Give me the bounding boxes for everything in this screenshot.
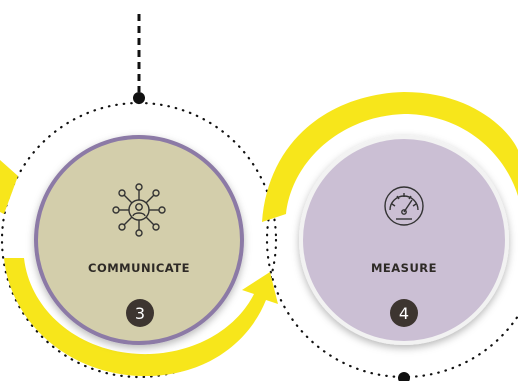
measure-number: 4 — [399, 304, 409, 323]
communicate-number: 3 — [135, 304, 145, 323]
communicate-dotted-orbit — [0, 101, 278, 379]
measure-top-arc — [262, 92, 518, 222]
measure-circle — [299, 135, 509, 345]
communicate-label: COMMUNICATE — [88, 261, 190, 275]
communicate-bottom-arc — [4, 258, 278, 377]
communicate-circle — [34, 135, 244, 345]
measure-label: MEASURE — [371, 261, 437, 275]
top-connector-node — [133, 92, 145, 104]
yellow-cycle-arrows — [0, 92, 518, 377]
step-communicate: COMMUNICATE 3 — [34, 135, 244, 345]
left-arrow-head — [0, 160, 18, 214]
bottom-connector-node — [398, 372, 410, 381]
gauge-icon — [384, 186, 424, 226]
communicate-number-badge — [126, 299, 154, 327]
network-people-icon — [112, 183, 166, 237]
step-measure: MEASURE 4 — [299, 135, 509, 345]
measure-number-badge — [390, 299, 418, 327]
